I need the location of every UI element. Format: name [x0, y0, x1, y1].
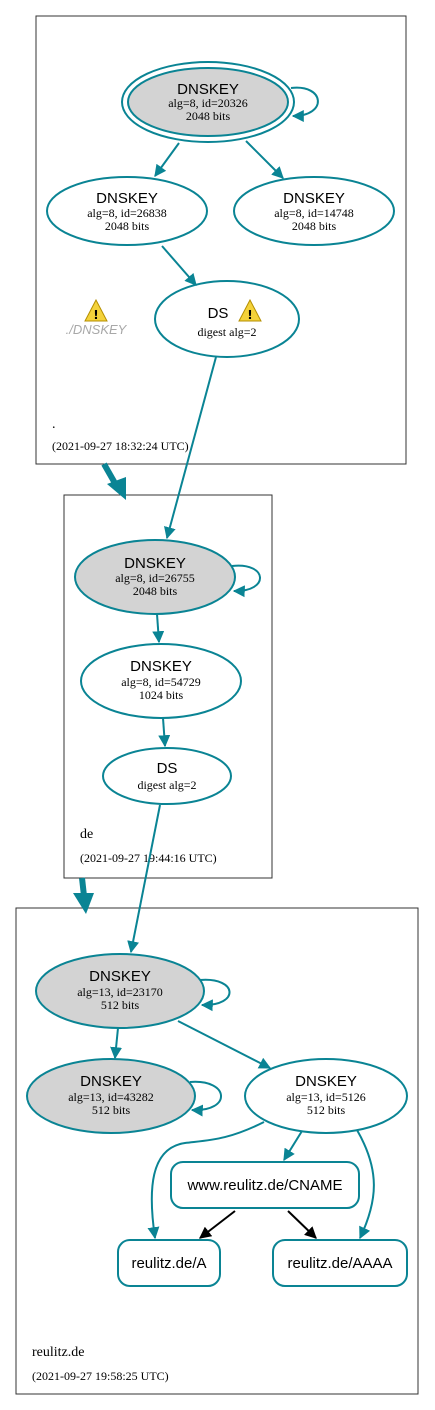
reulitz-key-43282-type: DNSKEY: [80, 1073, 142, 1090]
cname-record-box: [170, 1161, 360, 1209]
root-ksk-ellipse: [127, 67, 289, 137]
root-zsk-26838-ellipse: [46, 176, 208, 246]
edge-reulitz-zsk-to-cname: [283, 1130, 303, 1162]
delegation-arrow-root-to-de: [101, 462, 126, 500]
de-zsk-node[interactable]: DNSKEY alg=8, id=54729 1024 bits: [80, 643, 242, 719]
aaaa-record-node[interactable]: reulitz.de/AAAA: [272, 1239, 408, 1287]
a-record-box: [117, 1239, 221, 1287]
de-ds-digest: digest alg=2: [137, 778, 196, 792]
edge-reulitz-ksk-to-key43282: [110, 1027, 123, 1060]
de-ds-type: DS: [157, 760, 178, 777]
root-ksk-node[interactable]: DNSKEY alg=8, id=20326 2048 bits: [121, 61, 295, 143]
de-ksk-type: DNSKEY: [124, 555, 186, 572]
reulitz-ksk-node[interactable]: DNSKEY alg=13, id=23170 512 bits: [35, 953, 205, 1029]
reulitz-ksk-self-edge: [199, 978, 231, 1012]
reulitz-zsk-ellipse: [244, 1058, 408, 1134]
root-zsk-14748-alg: alg=8, id=14748: [274, 206, 354, 220]
edge-de-ds-to-reulitz-ksk: [127, 804, 161, 954]
edge-root-zsk1-to-ds: [161, 245, 197, 286]
de-ds-ellipse: [102, 747, 232, 805]
root-zsk-26838-node[interactable]: DNSKEY alg=8, id=26838 2048 bits: [46, 176, 208, 246]
reulitz-zsk-type: DNSKEY: [295, 1073, 357, 1090]
de-ksk-alg: alg=8, id=26755: [115, 571, 195, 585]
edge-root-ksk-to-zsk2: [245, 140, 284, 179]
reulitz-ksk-ellipse: [35, 953, 205, 1029]
zone-reulitz: DNSKEY alg=13, id=23170 512 bits DNSKEY …: [15, 907, 419, 1395]
svg-text:!: !: [247, 308, 252, 322]
reulitz-ksk-type: DNSKEY: [89, 968, 151, 985]
root-ds-node[interactable]: DS digest alg=2 !: [154, 280, 300, 358]
root-ksk-bits: 2048 bits: [186, 109, 231, 123]
warning-icon: !: [84, 298, 108, 322]
zone-root: DNSKEY alg=8, id=20326 2048 bits DNSKEY …: [35, 15, 407, 465]
zone-de: DNSKEY alg=8, id=26755 2048 bits DNSKEY …: [63, 494, 273, 879]
reulitz-key-43282-node[interactable]: DNSKEY alg=13, id=43282 512 bits: [26, 1058, 196, 1134]
root-missing-dnskey: ! ./DNSKEY: [66, 298, 128, 337]
zone-root-name: .: [52, 417, 56, 432]
edge-reulitz-zsk-to-a: [147, 1121, 265, 1240]
de-zsk-alg: alg=8, id=54729: [121, 675, 201, 689]
de-ksk-node[interactable]: DNSKEY alg=8, id=26755 2048 bits: [74, 539, 236, 615]
root-ksk-alg: alg=8, id=20326: [168, 96, 248, 110]
reulitz-key-43282-self-edge: [189, 1080, 222, 1117]
root-ds-digest: digest alg=2: [197, 325, 256, 339]
edge-cname-to-a: [199, 1210, 236, 1239]
de-ds-node[interactable]: DS digest alg=2: [102, 747, 232, 805]
de-ksk-self-edge: [231, 564, 261, 598]
reulitz-zsk-node[interactable]: DNSKEY alg=13, id=5126 512 bits: [244, 1058, 408, 1134]
reulitz-zsk-alg: alg=13, id=5126: [286, 1090, 366, 1104]
zone-reulitz-timestamp: (2021-09-27 19:58:25 UTC): [32, 1369, 169, 1383]
root-zsk-14748-ellipse: [233, 176, 395, 246]
reulitz-ksk-alg: alg=13, id=23170: [77, 985, 163, 999]
zone-de-name: de: [80, 827, 93, 842]
edge-root-ksk-to-zsk1: [154, 142, 180, 177]
de-ksk-bits: 2048 bits: [133, 584, 178, 598]
delegation-arrow-de-to-reulitz: [73, 877, 94, 914]
root-ksk-type: DNSKEY: [177, 81, 239, 98]
svg-text:!: !: [93, 308, 98, 322]
reulitz-ksk-bits: 512 bits: [101, 998, 140, 1012]
aaaa-record-box: [272, 1239, 408, 1287]
de-zsk-ellipse: [80, 643, 242, 719]
edge-de-ksk-to-zsk: [152, 613, 165, 644]
root-zsk-26838-alg: alg=8, id=26838: [87, 206, 167, 220]
zone-reulitz-name: reulitz.de: [32, 1345, 84, 1360]
root-zsk-26838-type: DNSKEY: [96, 190, 158, 207]
edge-reulitz-ksk-to-zsk: [177, 1020, 272, 1069]
zone-reulitz-box: [15, 907, 419, 1395]
de-zsk-bits: 1024 bits: [139, 688, 184, 702]
root-zsk-14748-node[interactable]: DNSKEY alg=8, id=14748 2048 bits: [233, 176, 395, 246]
cname-record-node[interactable]: www.reulitz.de/CNAME: [170, 1161, 360, 1209]
edge-cname-to-aaaa: [287, 1210, 317, 1239]
edge-root-ds-to-de-ksk: [164, 356, 217, 540]
reulitz-zsk-bits: 512 bits: [307, 1103, 346, 1117]
zone-de-box: [63, 494, 273, 879]
root-ds-ellipse: [154, 280, 300, 358]
root-missing-dnskey-label: ./DNSKEY: [66, 322, 128, 337]
zone-root-box: [35, 15, 407, 465]
edge-de-zsk-to-ds: [158, 717, 171, 748]
aaaa-record-label: reulitz.de/AAAA: [287, 1255, 392, 1272]
edge-reulitz-zsk-to-aaaa: [356, 1129, 375, 1240]
zone-root-timestamp: (2021-09-27 18:32:24 UTC): [52, 439, 189, 453]
reulitz-key-43282-bits: 512 bits: [92, 1103, 131, 1117]
de-zsk-type: DNSKEY: [130, 658, 192, 675]
a-record-label: reulitz.de/A: [131, 1255, 206, 1272]
zone-de-timestamp: (2021-09-27 19:44:16 UTC): [80, 851, 217, 865]
warning-icon: !: [238, 298, 262, 322]
root-zsk-14748-bits: 2048 bits: [292, 219, 337, 233]
a-record-node[interactable]: reulitz.de/A: [117, 1239, 221, 1287]
reulitz-key-43282-alg: alg=13, id=43282: [68, 1090, 154, 1104]
root-zsk-26838-bits: 2048 bits: [105, 219, 150, 233]
de-ksk-ellipse: [74, 539, 236, 615]
root-zsk-14748-type: DNSKEY: [283, 190, 345, 207]
root-ksk-self-edge: [290, 86, 319, 122]
root-ds-type: DS: [208, 305, 229, 322]
cname-record-label: www.reulitz.de/CNAME: [186, 1177, 342, 1194]
